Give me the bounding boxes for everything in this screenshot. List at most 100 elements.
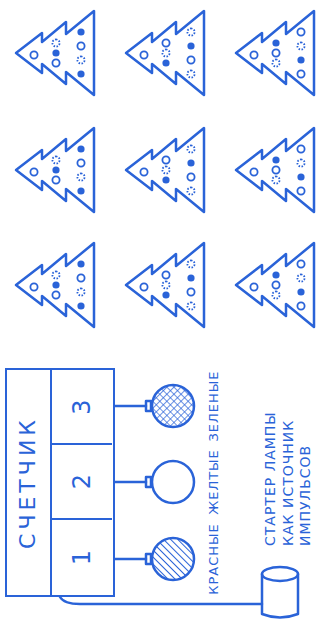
- ornament: [77, 42, 84, 49]
- christmas-tree: [16, 128, 94, 212]
- ornament: [162, 271, 169, 278]
- ornament: [250, 51, 257, 58]
- ornament: [52, 59, 59, 66]
- starter-end: [262, 567, 298, 581]
- wire: [60, 597, 262, 604]
- ornament: [77, 56, 84, 63]
- ornament: [187, 145, 194, 152]
- ornament: [162, 59, 169, 66]
- ornament: [272, 176, 279, 183]
- ornament: [272, 156, 279, 163]
- ornament: [187, 42, 194, 49]
- ornament: [272, 59, 279, 66]
- ball-cap: [146, 554, 151, 564]
- ball-cap: [146, 477, 151, 487]
- ball-string: [115, 405, 146, 408]
- green-ball: [152, 385, 194, 427]
- tree-outline: [236, 243, 314, 327]
- red-ball: [152, 538, 194, 580]
- ball-string: [115, 481, 146, 484]
- ball-string: [115, 558, 146, 561]
- tree-outline: [126, 243, 204, 327]
- counter-cell: 3: [52, 371, 112, 443]
- color-label: КРАСНЫЕ: [206, 519, 222, 599]
- ornament: [77, 70, 84, 77]
- christmas-tree: [236, 243, 314, 327]
- ornament: [30, 51, 37, 58]
- ornament: [187, 28, 194, 35]
- counter-cell: 1: [52, 518, 112, 595]
- cell-number: 1: [52, 520, 112, 595]
- ornament: [250, 168, 257, 175]
- starter-note: СТАРТЕР ЛАМПЫ КАК ИСТОЧНИК ИМПУЛЬСОВ: [262, 396, 315, 546]
- ornament: [140, 168, 147, 175]
- cell-number: 2: [52, 445, 112, 518]
- tree-outline: [236, 128, 314, 212]
- tree-outline: [236, 11, 314, 95]
- yellow-ball: [152, 461, 194, 503]
- tree-outline: [16, 11, 94, 95]
- christmas-tree: [236, 128, 314, 212]
- ornament: [272, 281, 279, 288]
- ornament: [297, 70, 304, 77]
- ornament: [272, 49, 279, 56]
- ornament: [52, 291, 59, 298]
- ornament: [77, 145, 84, 152]
- ornament: [52, 166, 59, 173]
- ornament: [297, 302, 304, 309]
- ornament: [162, 39, 169, 46]
- ornament: [162, 156, 169, 163]
- ornament: [140, 283, 147, 290]
- ornament: [187, 159, 194, 166]
- ornament: [297, 159, 304, 166]
- counter-title: СЧЕТЧИК: [7, 370, 49, 595]
- ornament: [297, 260, 304, 267]
- ornament: [52, 271, 59, 278]
- tree-outline: [126, 11, 204, 95]
- ornament: [297, 42, 304, 49]
- ornament: [250, 283, 257, 290]
- tree-outline: [16, 128, 94, 212]
- ornament: [187, 302, 194, 309]
- christmas-tree: [126, 11, 204, 95]
- christmas-tree: [126, 128, 204, 212]
- ornament: [77, 28, 84, 35]
- ornament: [52, 176, 59, 183]
- ornament: [77, 274, 84, 281]
- counter-box: СЧЕТЧИК123: [5, 368, 115, 597]
- ornament: [77, 260, 84, 267]
- counter-cell: 2: [52, 443, 112, 518]
- color-label: ЗЕЛЕНЫЕ: [206, 366, 222, 446]
- ball-cap: [146, 401, 151, 411]
- ornament: [297, 28, 304, 35]
- ornament: [162, 166, 169, 173]
- ornament: [162, 176, 169, 183]
- ornament: [140, 51, 147, 58]
- ornament: [77, 187, 84, 194]
- tree-outline: [126, 128, 204, 212]
- ornament: [30, 283, 37, 290]
- ornament: [77, 288, 84, 295]
- ornament: [162, 291, 169, 298]
- ornament: [52, 156, 59, 163]
- ornament: [297, 56, 304, 63]
- ornament: [77, 159, 84, 166]
- ornament: [52, 39, 59, 46]
- ornament: [77, 302, 84, 309]
- ornament: [297, 274, 304, 281]
- ornament: [187, 187, 194, 194]
- ornament: [162, 49, 169, 56]
- ornament: [187, 274, 194, 281]
- christmas-tree: [236, 11, 314, 95]
- ornament: [297, 288, 304, 295]
- ornament: [187, 56, 194, 63]
- ornament: [297, 187, 304, 194]
- ornament: [272, 39, 279, 46]
- ornament: [52, 281, 59, 288]
- christmas-tree: [16, 243, 94, 327]
- ornament: [162, 281, 169, 288]
- ornament: [187, 260, 194, 267]
- ornament: [272, 291, 279, 298]
- tree-outline: [16, 243, 94, 327]
